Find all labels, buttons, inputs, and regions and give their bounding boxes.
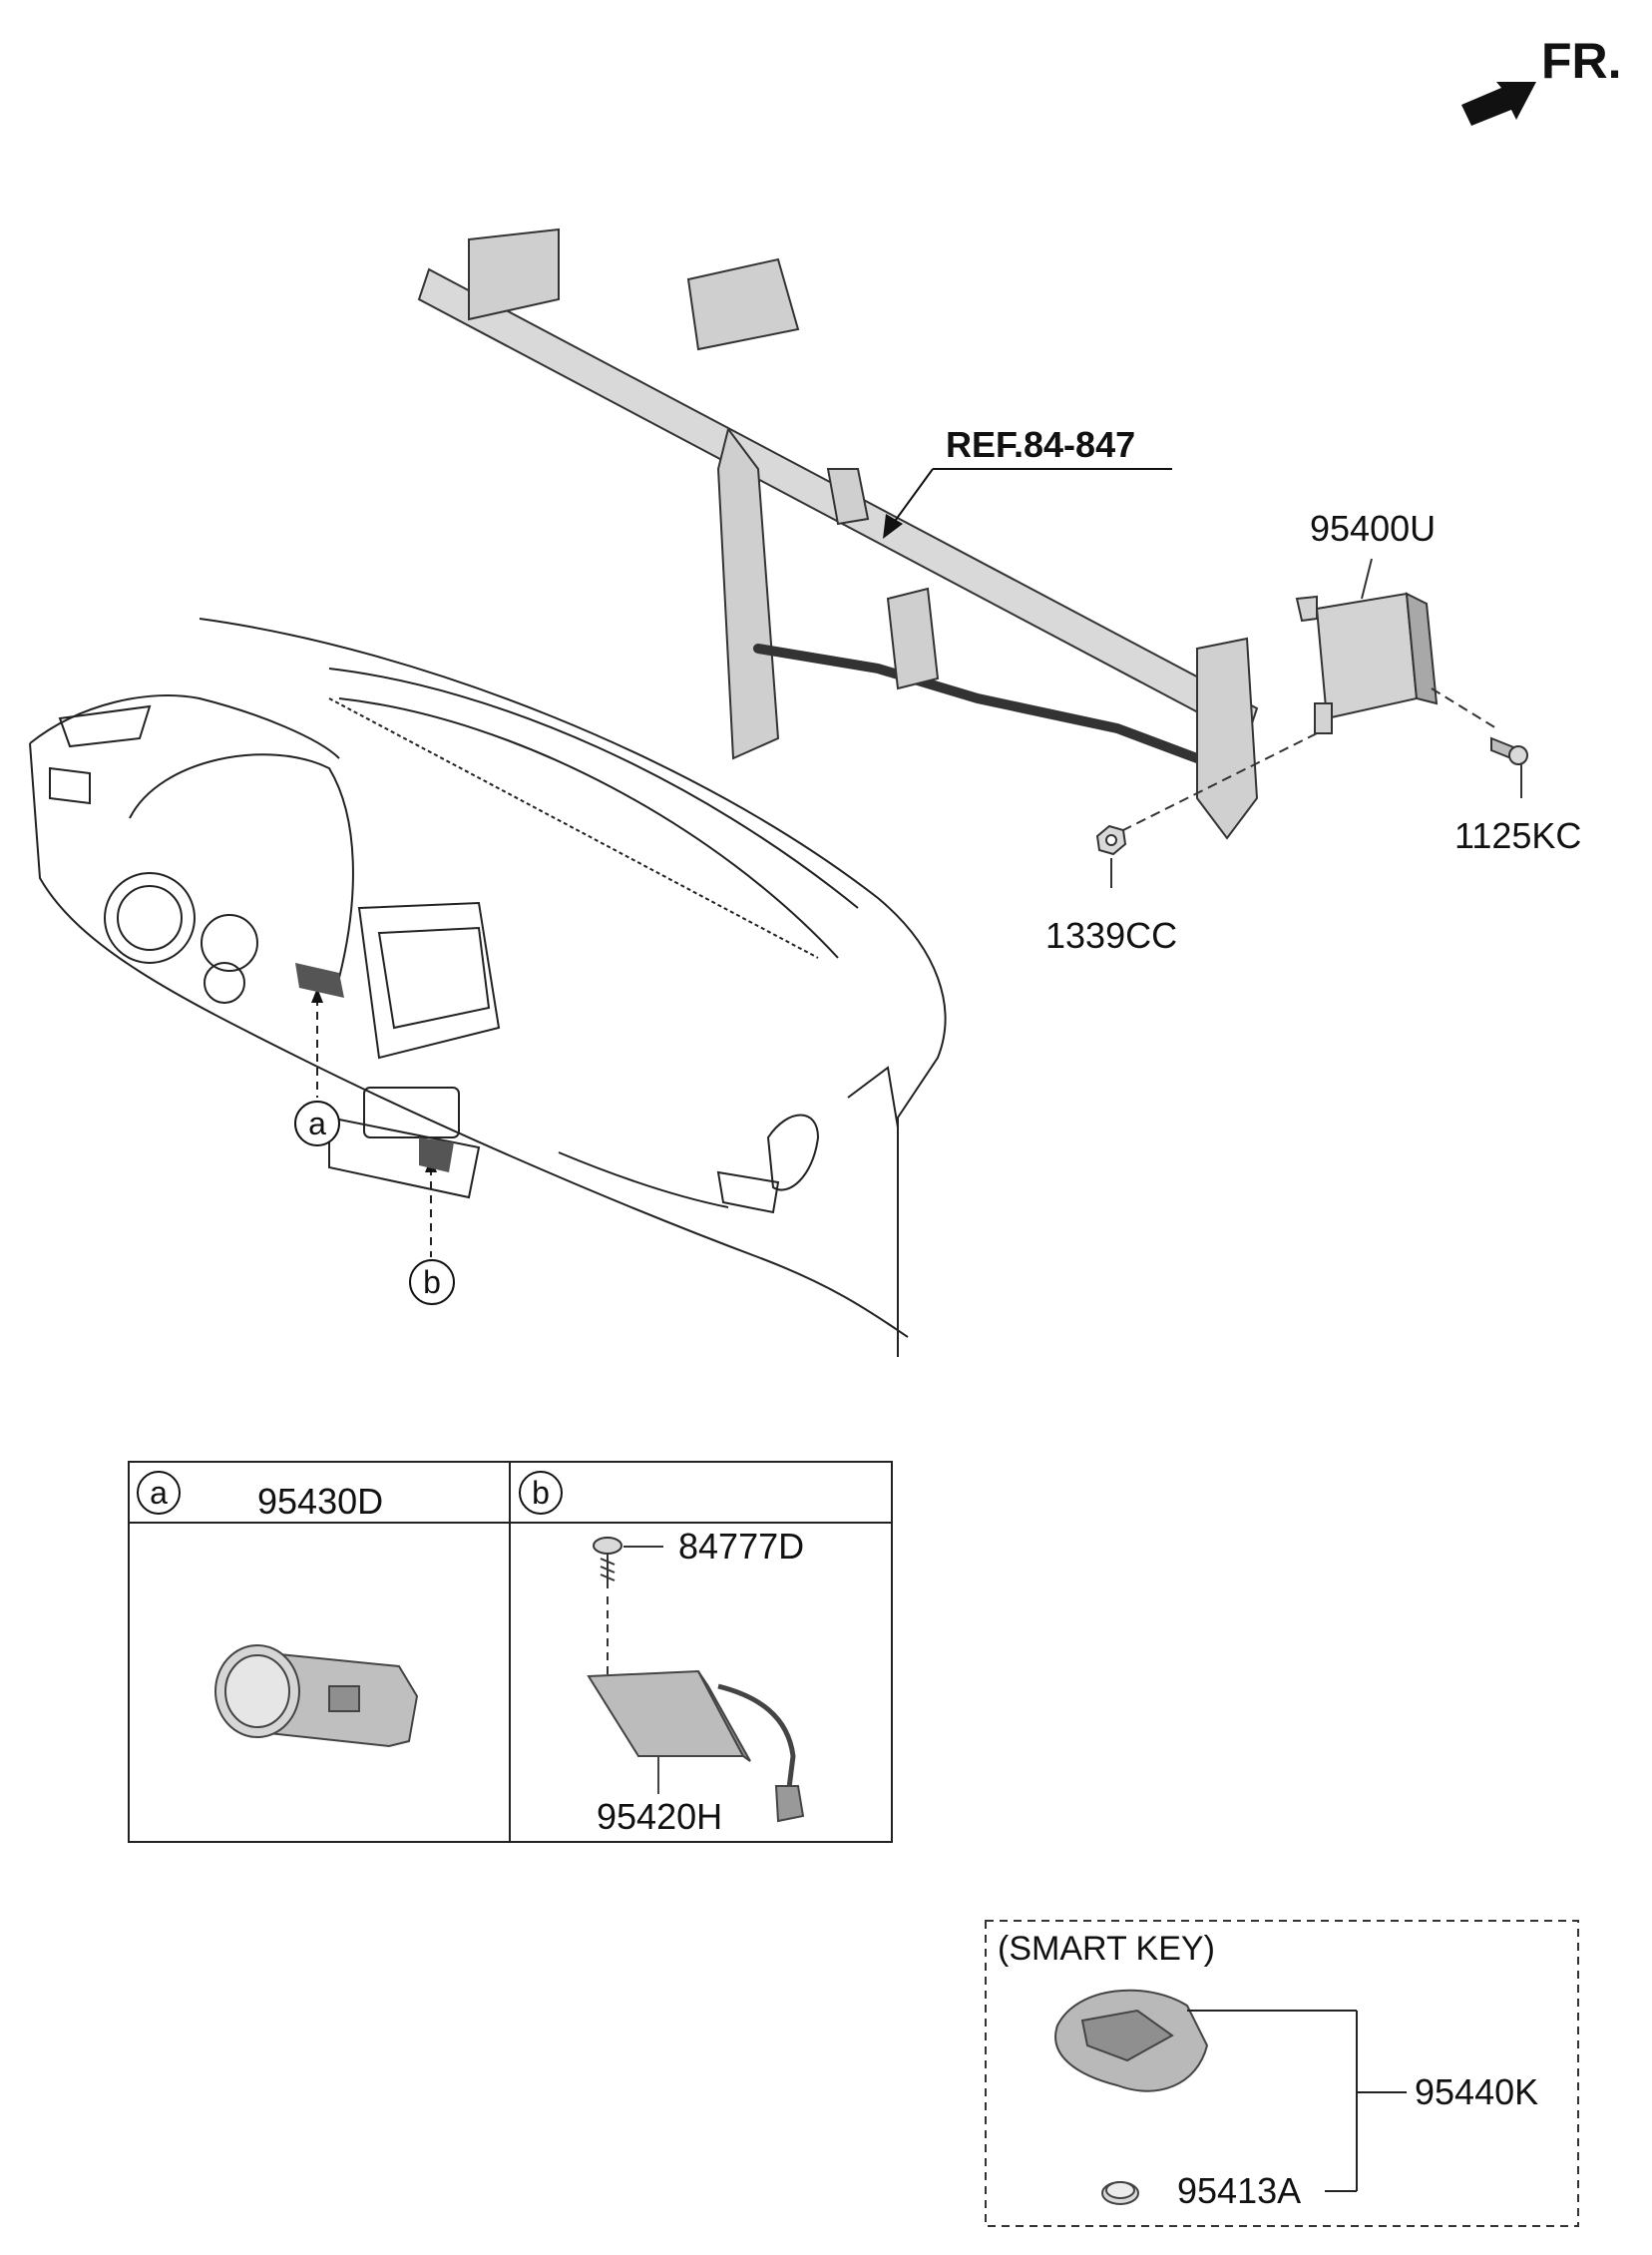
part-label-bcm: 95400U (1310, 508, 1437, 549)
bolt-part (1431, 687, 1528, 798)
smart-key-box (985, 1920, 1579, 2227)
smart-key-fob (1054, 1989, 1209, 2092)
nut-part (1095, 732, 1318, 888)
reference-label: REF.84-847 (946, 424, 1136, 465)
part-label-smart-key: 95440K (1415, 2071, 1539, 2112)
callout-leaders (295, 963, 454, 1257)
bcm-module (1295, 558, 1439, 734)
dashboard-panel (29, 618, 947, 1357)
cowl-cross-bar (417, 227, 1259, 840)
front-direction-arrow-icon (1461, 82, 1536, 126)
table-marker-a: a (137, 1471, 181, 1515)
smart-key-title: (SMART KEY) (998, 1930, 1215, 1968)
part-label-nut: 1339CC (1045, 915, 1178, 956)
callout-a: a (294, 1101, 340, 1146)
part-label-start-button: 95430D (257, 1481, 384, 1522)
reference-leader (883, 468, 1172, 539)
part-label-bolt: 1125KC (1454, 815, 1582, 856)
front-direction-label: FR. (1541, 33, 1622, 89)
part-label-battery: 95413A (1177, 2170, 1302, 2211)
screw-part (593, 1537, 663, 1676)
battery-coin-cell (1101, 2181, 1139, 2205)
detail-table (128, 1461, 893, 1843)
part-label-screw: 84777D (678, 1526, 805, 1567)
smart-key-leaders (1187, 2010, 1407, 2192)
part-label-antenna: 95420H (597, 1796, 723, 1837)
table-marker-b: b (519, 1471, 563, 1515)
antenna-part (587, 1669, 805, 1823)
start-stop-button-part (214, 1644, 419, 1748)
callout-b: b (409, 1259, 455, 1305)
